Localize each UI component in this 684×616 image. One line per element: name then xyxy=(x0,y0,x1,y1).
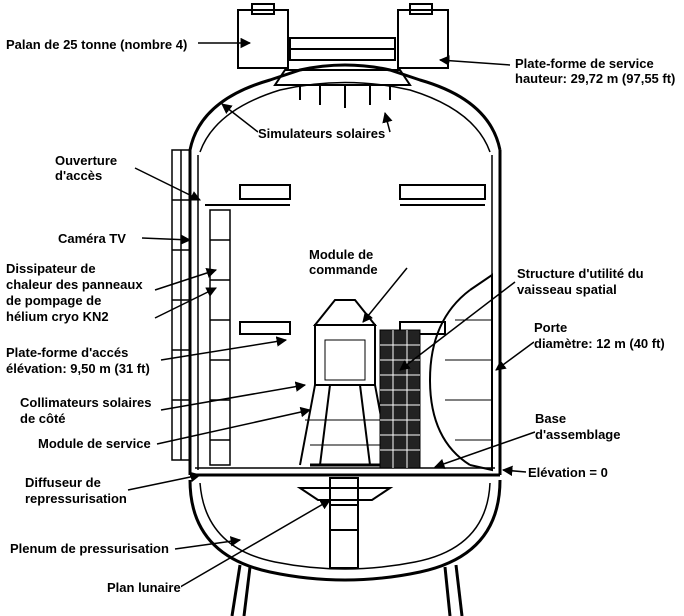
label-heat-sink-1: Dissipateur de xyxy=(6,261,96,276)
side-column xyxy=(171,149,231,466)
spacecraft xyxy=(299,299,391,467)
label-door-1: Porte xyxy=(534,320,568,335)
access-platforms xyxy=(205,184,486,335)
label-repressurization-diffuser-2: repressurisation xyxy=(25,491,127,506)
label-service-module: Module de service xyxy=(38,436,151,451)
label-access-opening-1: Ouverture xyxy=(55,153,118,168)
label-access-platform-2: élévation: 9,50 m (31 ft) xyxy=(6,361,150,376)
label-command-module-2: commande xyxy=(309,262,378,277)
access-door xyxy=(428,273,493,472)
label-palan: Palan de 25 tonne (nombre 4) xyxy=(6,37,188,52)
label-side-collimators-1: Collimateurs solaires xyxy=(20,395,152,410)
label-pressurization-plenum: Plenum de pressurisation xyxy=(10,541,169,556)
leader-lines xyxy=(127,37,536,591)
label-service-platform-1: Plate-forme de service xyxy=(515,56,654,71)
spacecraft-utility-structure xyxy=(379,329,421,469)
label-service-platform-2: hauteur: 29,72 m (97,55 ft) xyxy=(515,71,676,86)
service-platform xyxy=(237,3,449,108)
lunar-plane-pedestal xyxy=(296,477,394,569)
label-assembly-base-1: Base xyxy=(535,411,567,426)
label-elevation-zero: Elévation = 0 xyxy=(528,465,608,480)
label-tv-camera: Caméra TV xyxy=(58,231,126,246)
label-heat-sink-3: de pompage de xyxy=(6,293,102,308)
label-door-2: diamètre: 12 m (40 ft) xyxy=(534,336,665,351)
label-lunar-plane: Plan lunaire xyxy=(107,580,181,595)
label-access-platform-1: Plate-forme d'accés xyxy=(6,345,129,360)
label-repressurization-diffuser-1: Diffuseur de xyxy=(25,475,101,490)
label-assembly-base-2: d'assemblage xyxy=(535,427,621,442)
label-command-module-1: Module de xyxy=(309,247,374,262)
label-utility-structure-2: vaisseau spatial xyxy=(517,282,617,297)
label-utility-structure-1: Structure d'utilité du xyxy=(517,266,644,281)
label-heat-sink-4: hélium cryo KN2 xyxy=(6,309,109,324)
label-access-opening-2: d'accès xyxy=(55,168,103,183)
label-side-collimators-2: de côté xyxy=(20,411,66,426)
label-solar-simulators: Simulateurs solaires xyxy=(258,126,386,141)
label-heat-sink-2: chaleur des panneaux xyxy=(6,277,143,292)
